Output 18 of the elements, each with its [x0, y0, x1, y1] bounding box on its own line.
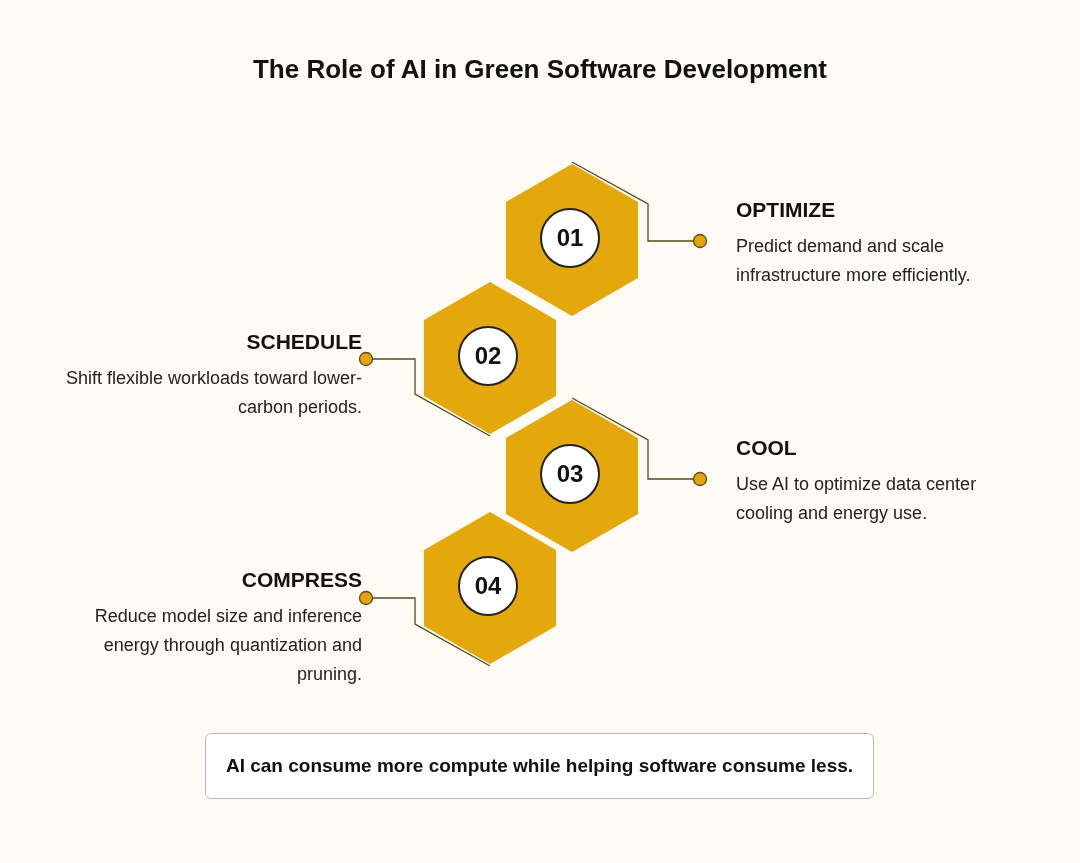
- title: The Role of AI in Green Software Development: [252, 54, 828, 85]
- step-heading: COMPRESS: [241, 568, 362, 592]
- leader-line: [571, 397, 708, 487]
- hexagon: [506, 164, 638, 316]
- step-description: Predict demand and scale infrastructure more efficiently.: [736, 235, 972, 287]
- step-description: Shift flexible workloads toward lower-carbon periods.: [64, 367, 362, 419]
- leader-line: [358, 351, 491, 437]
- step-heading: SCHEDULE: [246, 330, 362, 354]
- step-heading: COOL: [736, 436, 797, 460]
- hexagon: [424, 512, 556, 664]
- step-description: Reduce model size and inference energy through quantization and pruning.: [93, 605, 362, 686]
- leader-line: [358, 590, 491, 667]
- hexagon: [424, 282, 556, 434]
- leader-line: [571, 161, 708, 249]
- step-heading: OPTIMIZE: [736, 198, 836, 222]
- step-description: Use AI to optimize data center cooling and energy use.: [736, 473, 978, 525]
- note-box: AI can consume more compute while helping software consume less.: [205, 733, 874, 799]
- hexagon: [506, 400, 638, 552]
